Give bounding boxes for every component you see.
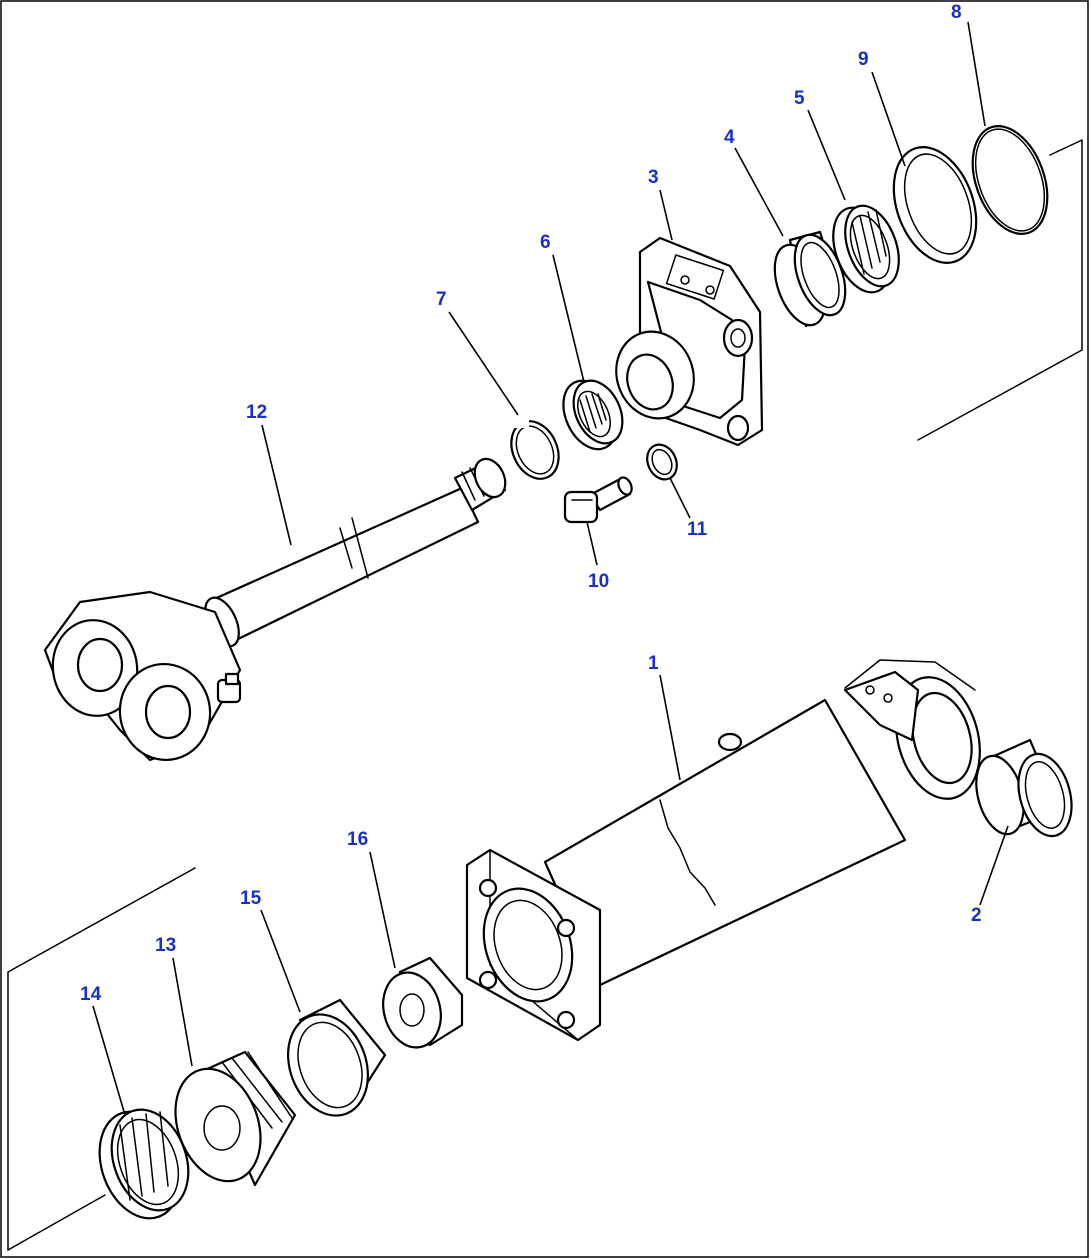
callout-7: 7 — [436, 289, 447, 310]
wear-ring — [287, 998, 387, 1117]
rod-bearing — [562, 379, 624, 451]
callout-9: 9 — [858, 49, 869, 70]
cylinder-tube — [465, 659, 981, 1042]
callout-8: 8 — [951, 2, 962, 23]
callout-10: 10 — [588, 571, 609, 592]
piston-rod — [43, 457, 507, 762]
callout-3: 3 — [648, 167, 659, 188]
callout-2: 2 — [971, 905, 982, 926]
callout-14: 14 — [80, 984, 102, 1005]
backup-ring — [892, 146, 978, 264]
assembly-outline-upper — [917, 139, 1083, 441]
rod-seal — [832, 204, 900, 294]
leader-lines — [92, 21, 1009, 1116]
callout-16: 16 — [347, 829, 368, 850]
callout-12: 12 — [246, 402, 267, 423]
piston-nut — [382, 956, 464, 1049]
tube-bushing — [975, 738, 1073, 838]
assembly-outline-lower-b — [7, 1194, 106, 1251]
callout-6: 6 — [540, 232, 551, 253]
callout-4: 4 — [724, 127, 735, 148]
callout-13: 13 — [155, 935, 176, 956]
callout-11: 11 — [687, 519, 708, 540]
piston — [174, 1050, 297, 1187]
callout-1: 1 — [648, 653, 659, 674]
piston-seal — [98, 1108, 190, 1220]
snap-ring — [510, 418, 560, 480]
callout-5: 5 — [794, 88, 805, 109]
bolt — [563, 476, 633, 524]
cylinder-head — [615, 236, 764, 447]
o-ring — [971, 125, 1049, 235]
head-bushing — [773, 230, 847, 328]
small-snap-ring — [646, 443, 678, 481]
assembly-outline-lower — [7, 867, 196, 1251]
callout-15: 15 — [240, 888, 262, 909]
